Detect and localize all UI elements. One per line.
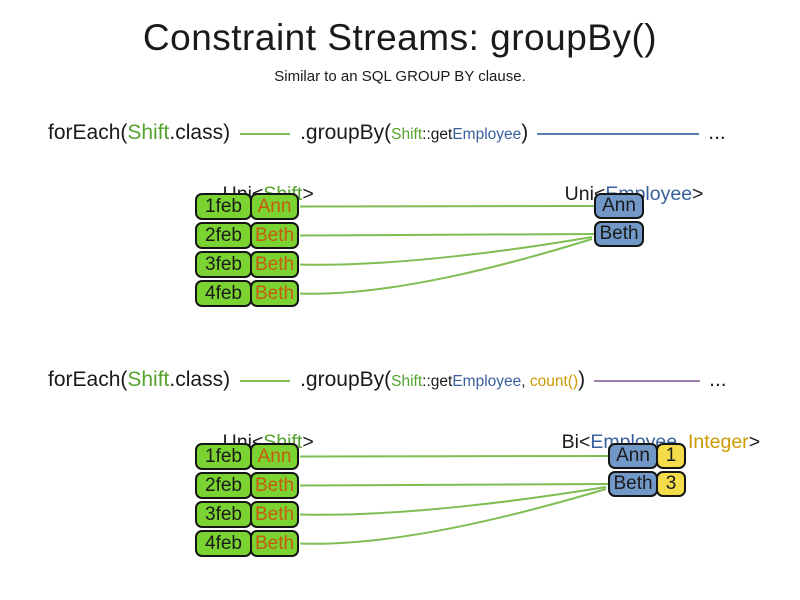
shift-date-cell: 4feb bbox=[195, 280, 252, 307]
label-suffix: > bbox=[692, 183, 704, 205]
code-line-foreach-groupby-1: forEach( Shift .class) .groupBy( Shift :… bbox=[48, 120, 726, 148]
label-prefix: Bi< bbox=[561, 431, 591, 453]
slide-subtitle: Similar to an SQL GROUP BY clause. bbox=[274, 68, 526, 85]
employee-box: Beth bbox=[608, 471, 658, 497]
stream-connector-green-icon bbox=[240, 133, 291, 135]
code-token-foreach-close: .class) bbox=[169, 121, 231, 144]
code-token-arg-type: Employee bbox=[452, 126, 522, 143]
label-suffix: > bbox=[302, 183, 314, 205]
label-suffix: > bbox=[748, 431, 761, 453]
code-token-arg-type: Employee bbox=[452, 373, 522, 390]
shift-date-cell: 4feb bbox=[195, 530, 252, 557]
shift-row: 1feb Ann bbox=[195, 193, 299, 220]
shift-employee-cell: Beth bbox=[250, 251, 299, 278]
shift-date-cell: 3feb bbox=[195, 501, 252, 528]
shift-row: 3feb Beth bbox=[195, 501, 299, 528]
code-token-groupby-open: .groupBy( bbox=[300, 121, 392, 144]
wire2-2feb-to-beth bbox=[299, 483, 609, 487]
shift-date-cell: 1feb bbox=[195, 443, 252, 470]
code-token-shift-class: Shift bbox=[127, 368, 170, 391]
wire2-4feb-to-beth bbox=[299, 488, 607, 545]
code-line-foreach-groupby-2: forEach( Shift .class) .groupBy( Shift :… bbox=[48, 367, 727, 395]
shift-row: 1feb Ann bbox=[195, 443, 299, 470]
code-token-foreach-close: .class) bbox=[169, 368, 231, 391]
shift-date-cell: 1feb bbox=[195, 193, 252, 220]
wire-1feb-to-ann bbox=[299, 205, 595, 208]
code-token-shift-class: Shift bbox=[127, 121, 170, 144]
label-separator: , bbox=[677, 431, 688, 453]
code-token-arg-method: ::get bbox=[422, 126, 453, 143]
count-box: 3 bbox=[656, 471, 686, 497]
group-row: Ann 1 bbox=[608, 443, 686, 469]
code-token-arg-method: ::get bbox=[422, 373, 453, 390]
shift-employee-cell: Beth bbox=[250, 280, 299, 307]
employee-box: Beth bbox=[594, 221, 644, 247]
employee-box: Ann bbox=[608, 443, 658, 469]
code-token-groupby-close: ) bbox=[578, 368, 586, 391]
code-token-ellipsis: ... bbox=[709, 368, 727, 391]
shift-row: 3feb Beth bbox=[195, 251, 299, 278]
wire-2feb-to-beth bbox=[299, 233, 595, 237]
shift-row: 2feb Beth bbox=[195, 222, 299, 249]
code-token-groupby-close: ) bbox=[521, 121, 529, 144]
stream-connector-blue-icon bbox=[537, 133, 700, 135]
code-token-ellipsis: ... bbox=[708, 121, 726, 144]
shift-date-cell: 3feb bbox=[195, 251, 252, 278]
grouped-result-stack: Ann 1 Beth 3 bbox=[608, 443, 686, 499]
label-type-integer: Integer bbox=[687, 431, 749, 453]
wire2-1feb-to-ann bbox=[299, 455, 609, 458]
shift-employee-cell: Beth bbox=[250, 472, 299, 499]
slide-title: Constraint Streams: groupBy() bbox=[142, 17, 658, 58]
shift-table-1: 1feb Ann 2feb Beth 3feb Beth 4feb Beth bbox=[195, 193, 299, 309]
stream-connector-green-icon bbox=[240, 380, 291, 382]
wire-4feb-to-beth bbox=[299, 238, 593, 295]
code-token-groupby-open: .groupBy( bbox=[300, 368, 392, 391]
shift-employee-cell: Ann bbox=[250, 443, 299, 470]
shift-row: 4feb Beth bbox=[195, 280, 299, 307]
employee-box: Ann bbox=[594, 193, 644, 219]
code-token-arg-separator: , bbox=[521, 373, 530, 390]
wire2-3feb-to-beth bbox=[299, 486, 607, 516]
employee-group-stack: Ann Beth bbox=[594, 193, 644, 249]
wire-3feb-to-beth bbox=[299, 236, 593, 266]
count-box: 1 bbox=[656, 443, 686, 469]
shift-employee-cell: Beth bbox=[250, 530, 299, 557]
shift-row: 2feb Beth bbox=[195, 472, 299, 499]
group-row: Beth 3 bbox=[608, 471, 686, 497]
shift-table-2: 1feb Ann 2feb Beth 3feb Beth 4feb Beth bbox=[195, 443, 299, 559]
code-token-arg-class: Shift bbox=[391, 126, 423, 143]
label-suffix: > bbox=[302, 431, 314, 453]
shift-employee-cell: Beth bbox=[250, 501, 299, 528]
stream-connector-purple-icon bbox=[594, 380, 701, 382]
shift-employee-cell: Ann bbox=[250, 193, 299, 220]
shift-date-cell: 2feb bbox=[195, 222, 252, 249]
code-token-count: count() bbox=[529, 373, 579, 390]
shift-employee-cell: Beth bbox=[250, 222, 299, 249]
code-token-foreach-open: forEach( bbox=[48, 368, 128, 391]
shift-date-cell: 2feb bbox=[195, 472, 252, 499]
code-token-arg-class: Shift bbox=[391, 373, 423, 390]
code-token-foreach-open: forEach( bbox=[48, 121, 128, 144]
shift-row: 4feb Beth bbox=[195, 530, 299, 557]
